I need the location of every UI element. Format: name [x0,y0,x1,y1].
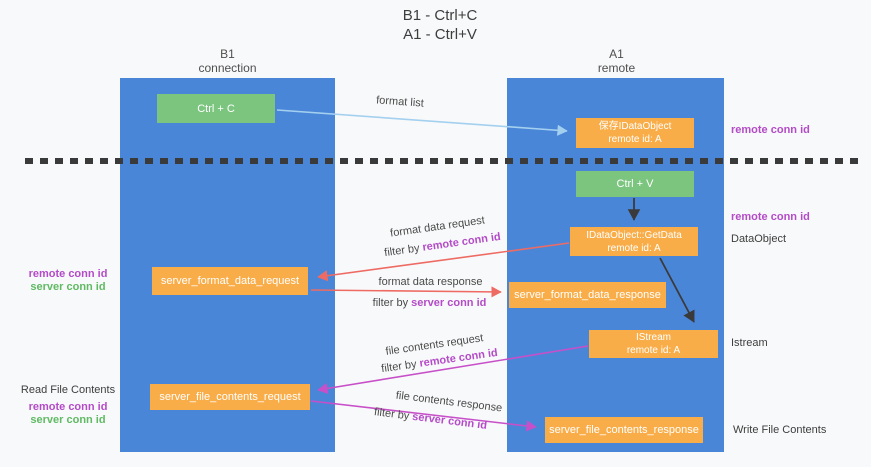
annotation-istream: Istream [731,337,768,349]
diagram-title-line1: B1 - Ctrl+C [402,7,478,24]
lane-b1-title: B1 [220,47,235,61]
filter-key-server-conn-id: server conn id [411,410,488,432]
annotation-read-file-contents: Read File Contents [20,384,116,396]
label-format-data-response-filter: filter by server conn id [362,297,497,309]
node-server-file-contents-request-label: server_file_contents_request [159,391,301,403]
diagram-title-line2: A1 - Ctrl+V [403,26,477,43]
node-server-format-data-request-label: server_format_data_request [160,275,300,287]
diagram-title: B1 - Ctrl+C A1 - Ctrl+V [300,6,580,44]
node-save-idataobject-line1: 保存IDataObject [598,121,672,132]
node-ctrl-v: Ctrl + V [576,171,694,197]
node-server-format-data-response: server_format_data_response [509,282,666,308]
session-separator-dashed-line [25,158,860,164]
annotation-left-remote-conn-id-bottom: remote conn id [28,401,108,413]
annotation-dataobject: DataObject [731,233,787,245]
filter-key-remote-conn-id: remote conn id [421,230,502,254]
annotation-left-server-conn-id-bottom: server conn id [30,413,106,426]
node-save-idataobject-line2: remote id: A [608,134,662,145]
node-server-file-contents-response-label: server_file_contents_response [549,424,699,436]
node-server-format-data-response-label: server_format_data_response [514,289,661,301]
node-save-idataobject: 保存IDataObject remote id: A [576,118,694,148]
filter-prefix: filter by [380,357,421,376]
node-idataobject-getdata: IDataObject::GetData remote id: A [570,227,698,256]
filter-prefix: filter by [372,297,412,309]
filter-prefix: filter by [373,406,414,423]
label-format-data-response: format data response [378,276,483,288]
node-server-file-contents-response: server_file_contents_response [545,417,703,443]
node-istream-line1: IStream [635,332,671,343]
lane-header-a1: A1 remote [549,47,684,75]
annotation-left-remote-conn-id-top: remote conn id [28,268,108,280]
annotation-left-conn-ids-bottom: remote conn id server conn id [16,401,120,426]
node-ctrl-c-label: Ctrl + C [197,102,235,115]
node-istream-line2: remote id: A [626,345,681,356]
node-server-file-contents-request: server_file_contents_request [150,384,310,410]
node-server-format-data-request: server_format_data_request [152,267,308,295]
filter-prefix: filter by [383,241,424,260]
node-istream: IStream remote id: A [589,330,718,358]
node-ctrl-c: Ctrl + C [157,94,275,123]
lane-a1-subtitle: remote [597,61,636,75]
annotation-left-server-conn-id-top: server conn id [30,280,106,293]
lane-b1-subtitle: connection [198,61,257,75]
annotation-write-file-contents: Write File Contents [733,424,827,436]
annotation-remote-conn-id-top: remote conn id [731,124,810,136]
node-idataobject-getdata-line2: remote id: A [607,242,661,254]
edge-format-data-response [310,286,502,298]
filter-key-server-conn-id: server conn id [411,297,487,309]
lane-header-b1: B1 connection [160,47,295,75]
label-format-list: format list [375,94,425,110]
annotation-remote-conn-id-mid: remote conn id [731,211,810,223]
lane-a1-title: A1 [609,47,624,61]
annotation-left-conn-ids-top: remote conn id server conn id [16,268,120,293]
node-ctrl-v-label: Ctrl + V [616,178,654,190]
node-idataobject-getdata-line1: IDataObject::GetData [586,229,682,241]
